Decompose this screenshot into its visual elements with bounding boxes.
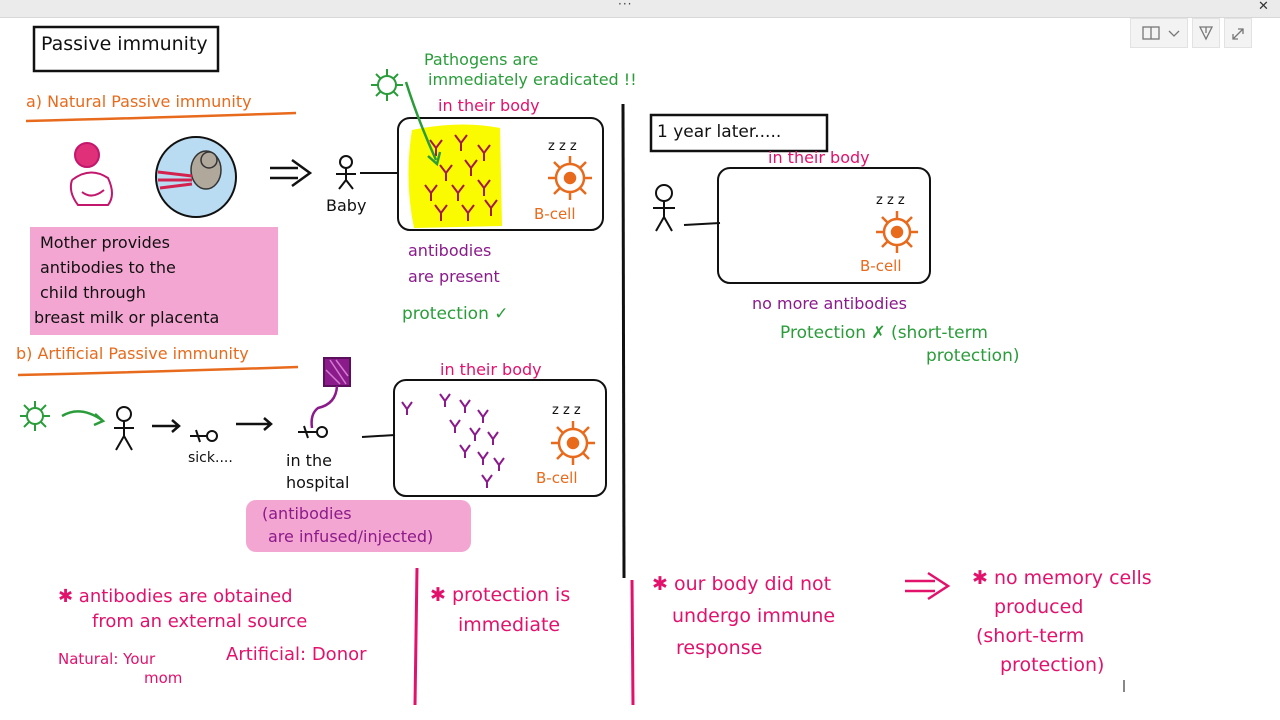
artificial-heading-underline — [17, 365, 299, 377]
arrow-icon — [152, 417, 273, 433]
sleep-zzz-icon: z z z — [552, 403, 581, 418]
pen-tool-button[interactable] — [1192, 18, 1220, 48]
expand-button[interactable] — [1224, 18, 1252, 48]
summary-natural-source: Natural: Your mom — [58, 650, 183, 687]
page-view-icon — [1142, 26, 1180, 40]
implies-arrow-icon — [905, 571, 951, 601]
later-connector — [683, 222, 721, 226]
artificial-heading: b) Artificial Passive immunity — [16, 344, 249, 363]
later-body-box — [717, 167, 931, 284]
mother-icon — [69, 142, 113, 206]
close-icon[interactable]: ✕ — [1258, 0, 1269, 14]
summary-immediate: ✱ protection is immediate — [430, 584, 571, 636]
pen-icon — [1198, 26, 1214, 41]
natural-body-box — [397, 117, 604, 231]
fetus-icon — [155, 136, 237, 218]
title-box — [32, 25, 220, 73]
sleep-zzz-icon: z z z — [876, 193, 905, 208]
artificial-note-background — [246, 500, 471, 552]
no-antibodies-note: no more antibodies — [752, 294, 907, 313]
natural-note-background — [30, 227, 278, 335]
natural-note: Mother provides antibodies to the child … — [34, 233, 220, 327]
natural-bcell-label: B-cell — [534, 205, 576, 223]
artificial-body-box — [393, 379, 607, 497]
artificial-connector — [361, 434, 396, 438]
person-figure-icon — [653, 184, 675, 232]
summary-divider-2 — [630, 579, 635, 706]
pathogen-arrow — [404, 81, 438, 161]
hospital-patient-icon — [298, 425, 328, 439]
artificial-bcell-label: B-cell — [536, 469, 578, 487]
page-title: Passive immunity — [41, 33, 208, 55]
antibody-cluster-icon — [401, 393, 505, 488]
antibody-cluster-icon — [424, 134, 498, 221]
sick-person-icon — [190, 429, 218, 443]
summary-divider-1 — [413, 567, 419, 706]
natural-protection: protection ✓ — [402, 304, 509, 324]
natural-heading: a) Natural Passive immunity — [26, 92, 252, 111]
antibody-zone — [408, 124, 502, 228]
artificial-in-body-label: in their body — [440, 360, 542, 379]
later-protection-note: Protection ✗ (short-term protection) — [780, 323, 1020, 366]
page-view-button[interactable] — [1130, 18, 1188, 48]
pathogens-note: Pathogens are immediately eradicated !! — [424, 50, 637, 89]
person-figure-icon — [114, 406, 134, 451]
natural-heading-underline — [25, 111, 297, 123]
iv-bag-icon — [310, 357, 351, 429]
bcell-natural-icon — [548, 156, 592, 200]
artificial-note: (antibodies are infused/injected) — [262, 504, 434, 546]
summary-external-source: ✱ antibodies are obtained from an extern… — [58, 586, 308, 632]
hospital-label: in the hospital — [286, 451, 350, 492]
sleep-zzz-icon: z z z — [548, 139, 577, 154]
later-heading-box — [649, 113, 829, 153]
sick-label: sick.... — [188, 450, 233, 466]
summary-no-memory-cells: ✱ no memory cells produced (short-term p… — [972, 567, 1152, 676]
antibodies-present-note: antibodies are present — [408, 241, 500, 286]
arrow-to-baby-icon — [270, 158, 313, 188]
baby-label: Baby — [326, 196, 367, 215]
bcell-artificial-icon — [551, 421, 595, 465]
window-titlebar: ··· ✕ — [0, 0, 1280, 18]
natural-in-body-label: in their body — [438, 96, 540, 115]
later-in-body-label: in their body — [768, 148, 870, 167]
baby-figure-icon — [336, 155, 356, 190]
more-options-icon[interactable]: ··· — [618, 0, 633, 11]
expand-icon — [1232, 28, 1244, 40]
pathogen-icon — [20, 401, 50, 431]
bcell-later-icon — [876, 211, 918, 253]
summary-no-immune-response: ✱ our body did not undergo immune respon… — [652, 573, 836, 659]
later-bcell-label: B-cell — [860, 257, 902, 275]
section-divider — [621, 103, 626, 579]
summary-artificial-source: Artificial: Donor — [226, 644, 367, 665]
pathogen-icon — [371, 69, 403, 101]
later-heading: 1 year later..... — [657, 122, 782, 142]
